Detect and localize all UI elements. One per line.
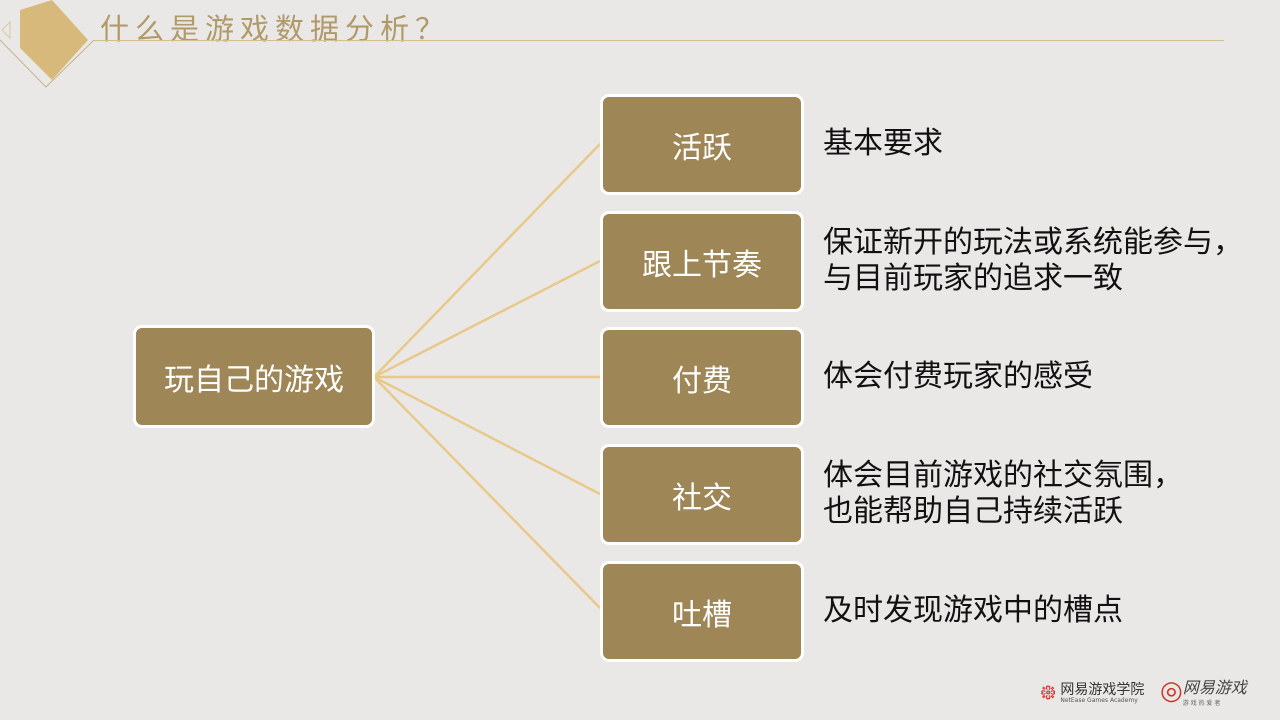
- header-diamond-outline: [0, 39, 95, 88]
- connector-line: [373, 143, 601, 378]
- page-title: 什么是游戏数据分析？: [100, 12, 451, 46]
- description-line: 及时发现游戏中的槽点: [823, 593, 1123, 628]
- brand-name: 网易游戏: [1182, 678, 1247, 697]
- connector-line: [373, 259, 601, 379]
- seal-icon: ᪥: [1040, 680, 1057, 705]
- netease-games-logo: ◎ 网易游戏 游 戏 热 爱 者: [1160, 674, 1247, 708]
- branch-node: 付费: [600, 327, 804, 428]
- branch-description: 体会目前游戏的社交氛围，也能帮助自己持续活跃: [823, 458, 1183, 530]
- branch-description: 基本要求: [823, 126, 943, 162]
- header-diamond: [20, 0, 88, 80]
- netease-bird-icon: ◎: [1160, 675, 1183, 706]
- academy-name: 网易游戏学院: [1060, 682, 1145, 698]
- branch-description: 体会付费玩家的感受: [823, 359, 1093, 395]
- branch-description: 保证新开的玩法或系统能参与，与目前玩家的追求一致: [823, 225, 1243, 297]
- description-line: 与目前玩家的追求一致: [823, 261, 1123, 296]
- description-line: 体会目前游戏的社交氛围，: [823, 458, 1183, 493]
- back-triangle-icon: [1, 20, 11, 40]
- description-line: 体会付费玩家的感受: [823, 359, 1093, 394]
- connector-line: [373, 375, 601, 496]
- connector-line: [373, 376, 601, 609]
- description-line: 也能帮助自己持续活跃: [823, 494, 1123, 529]
- root-node: 玩自己的游戏: [133, 325, 375, 428]
- branch-node: 跟上节奏: [600, 211, 804, 312]
- title-divider: [94, 40, 1224, 41]
- academy-en: NetEase Games Academy: [1060, 697, 1138, 704]
- netease-academy-logo: ᪥ 网易游戏学院 NetEase Games Academy: [1040, 676, 1144, 711]
- branch-description: 及时发现游戏中的槽点: [823, 593, 1123, 629]
- branch-node: 吐槽: [600, 561, 804, 662]
- branch-node: 社交: [600, 444, 804, 545]
- branch-node: 活跃: [600, 94, 804, 195]
- description-line: 保证新开的玩法或系统能参与，: [823, 225, 1243, 260]
- description-line: 基本要求: [823, 126, 943, 161]
- brand-sub: 游 戏 热 爱 者: [1182, 700, 1221, 707]
